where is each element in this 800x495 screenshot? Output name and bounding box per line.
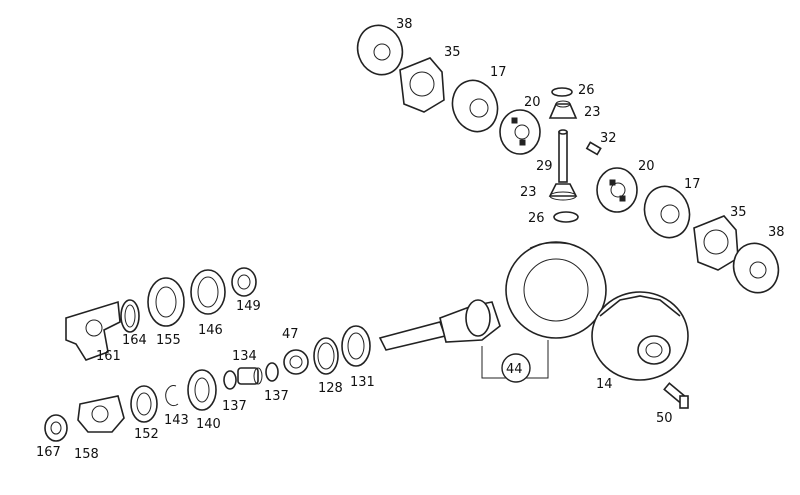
part-134-spacer-sleeve [237, 367, 263, 385]
part-149-roller-bearing [231, 267, 257, 297]
part-35-lower-friction-plate [693, 215, 739, 271]
label-164: 164 [122, 333, 147, 348]
part-23-lower-pinion-gear [548, 183, 578, 201]
label-161: 161 [96, 349, 121, 364]
part-167-flange-nut [44, 414, 68, 442]
part-44-drive-pinion [378, 299, 501, 351]
part-140-bearing [187, 369, 217, 411]
part-17-lower-disc [643, 185, 691, 239]
label-149: 149 [236, 299, 261, 314]
part-137-upper-shim [265, 362, 279, 382]
label-32: 32 [600, 131, 617, 146]
label-143: 143 [164, 413, 189, 428]
label-35-upper: 35 [444, 45, 461, 60]
label-38-lower: 38 [768, 225, 785, 240]
label-44: 44 [506, 362, 523, 377]
label-17-upper: 17 [490, 65, 507, 80]
label-23-upper: 23 [584, 105, 601, 120]
part-38-upper-thrust-washer [356, 24, 404, 76]
part-17-upper-disc [451, 79, 499, 133]
label-17-lower: 17 [684, 177, 701, 192]
label-128: 128 [318, 381, 343, 396]
label-26-lower: 26 [528, 211, 545, 226]
label-44-circle [501, 353, 531, 383]
part-155-oil-seal [147, 277, 185, 327]
part-14-differential-housing [591, 291, 689, 381]
part-137-lower-shim [223, 370, 237, 390]
label-47: 47 [282, 327, 299, 342]
part-26-lower-small-washer [553, 211, 579, 223]
label-167: 167 [36, 445, 61, 460]
part-128-shim [313, 337, 339, 375]
part-164-seal-ring [120, 299, 140, 333]
part-44-ring-gear [505, 241, 607, 339]
part-47-lock-nut [283, 349, 309, 375]
label-146: 146 [198, 323, 223, 338]
part-146-bearing-cup [190, 269, 226, 315]
part-158-companion-flange [77, 395, 125, 433]
label-29: 29 [536, 159, 553, 174]
label-131: 131 [350, 375, 375, 390]
label-20-upper: 20 [524, 95, 541, 110]
label-38-upper: 38 [396, 17, 413, 32]
label-26-upper: 26 [578, 83, 595, 98]
label-155: 155 [156, 333, 181, 348]
part-35-upper-friction-plate [399, 57, 445, 113]
part-20-upper-side-gear [499, 109, 541, 155]
label-23-lower: 23 [520, 185, 537, 200]
label-140: 140 [196, 417, 221, 432]
label-50: 50 [656, 411, 673, 426]
label-20-lower: 20 [638, 159, 655, 174]
part-50-bolt [663, 382, 689, 409]
part-29-pinion-shaft [558, 129, 568, 183]
part-131-pinion-bearing [341, 325, 371, 367]
label-14: 14 [596, 377, 613, 392]
part-152-oil-seal-lower [130, 385, 158, 423]
part-26-upper-small-washer [551, 87, 573, 97]
part-161-flange [65, 300, 121, 361]
label-137-right: 137 [264, 389, 289, 404]
label-137-left: 137 [222, 399, 247, 414]
part-20-lower-side-gear [596, 167, 638, 213]
label-158: 158 [74, 447, 99, 462]
label-152: 152 [134, 427, 159, 442]
label-134: 134 [232, 349, 257, 364]
part-143-circlip [165, 385, 179, 407]
label-35-lower: 35 [730, 205, 747, 220]
part-32-lock-pin [585, 141, 602, 156]
part-38-lower-thrust-washer [732, 242, 780, 294]
part-23-upper-pinion-gear [548, 100, 578, 119]
